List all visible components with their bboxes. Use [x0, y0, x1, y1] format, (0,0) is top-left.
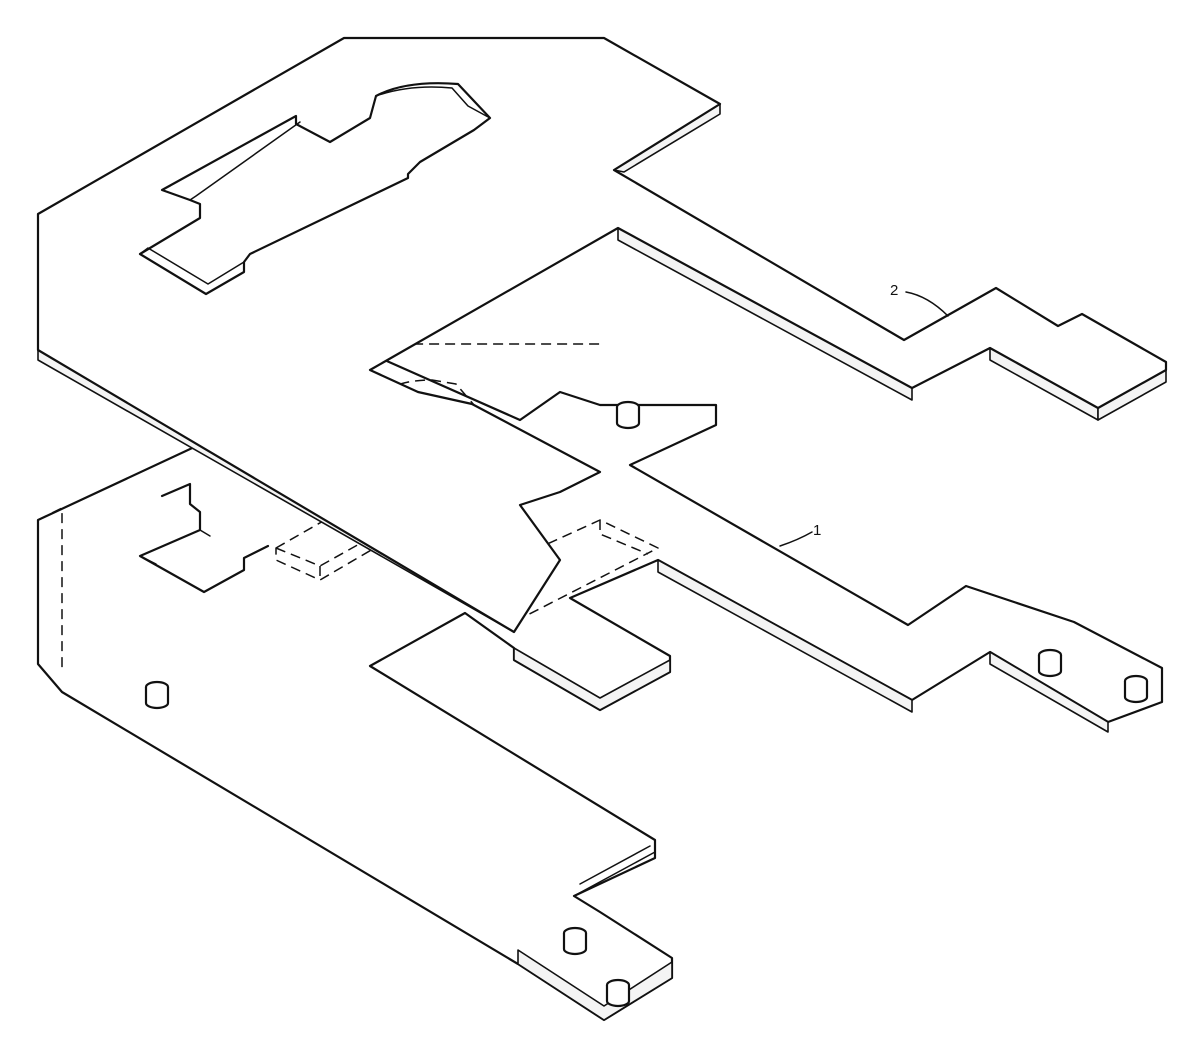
part-1-arm-thickness	[657, 559, 913, 713]
label-part-2: 2	[890, 282, 898, 299]
part-1-foot-thickness	[517, 949, 673, 1021]
callouts: 2 1	[779, 282, 949, 547]
part-1-plate	[36, 343, 1164, 1022]
part-1-tab-thickness	[513, 647, 671, 711]
part-1-top-face	[36, 356, 1164, 1022]
part-1-step-edge	[573, 845, 656, 897]
part-2-plate	[36, 36, 1168, 634]
leader-line-part-2	[905, 291, 949, 317]
part-2-arm-thickness	[617, 227, 913, 401]
part-1-slot-wall	[139, 529, 211, 565]
part-2-slot-wall	[139, 86, 491, 285]
part-1-tip-thickness	[989, 651, 1109, 733]
leader-line-part-1	[779, 531, 813, 547]
part-1-pin-3	[562, 926, 588, 956]
part-1-pin-1	[615, 400, 641, 430]
part-1-pin-4	[605, 978, 631, 1008]
part-1-pin-6	[1123, 674, 1149, 704]
part-1-pin-5	[1037, 648, 1063, 678]
part-1-slot-cutout	[138, 482, 270, 594]
part-1-pin-2	[144, 680, 170, 710]
label-part-1: 1	[813, 522, 821, 539]
